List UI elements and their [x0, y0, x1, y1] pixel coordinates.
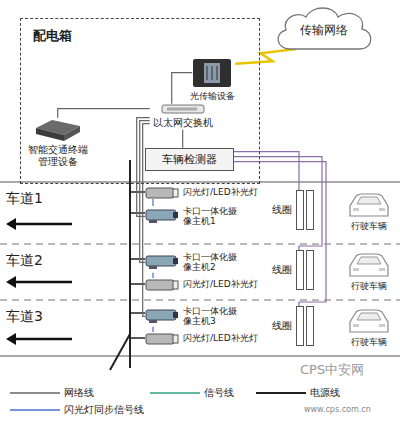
legend-text: 电源线 — [310, 386, 340, 400]
coil-loops — [296, 250, 314, 290]
switch-icon — [161, 104, 205, 114]
cable-connector — [58, 109, 150, 118]
terminal-device-icon — [34, 118, 82, 142]
camera-pole — [110, 160, 130, 370]
camera-icon — [145, 309, 179, 323]
cable-connector — [152, 273, 153, 278]
legend-text: 闪光灯同步信号线 — [64, 403, 144, 417]
lane-divider — [0, 243, 400, 244]
watermark: www.cps.com.cn — [304, 405, 371, 414]
flash-lamp-label: 闪光灯/LED补光灯 — [183, 332, 258, 345]
vehicle-icon — [346, 252, 392, 278]
cable-connector — [234, 152, 299, 190]
vehicle-label: 行驶车辆 — [351, 220, 387, 233]
lane-label: 车道3 — [6, 308, 43, 326]
legend-line-sample — [10, 389, 60, 397]
lane-divider — [0, 299, 400, 300]
legend-text: 信号线 — [204, 386, 234, 400]
vehicle-icon — [346, 192, 392, 218]
flash-lamp: 闪光灯/LED补光灯 — [145, 332, 258, 345]
legend-item: 电源线 — [256, 386, 340, 400]
vehicle: 行驶车辆 — [346, 308, 392, 349]
cable-connector — [172, 73, 193, 104]
coil-loops — [296, 190, 314, 230]
flash-lamp-label: 闪光灯/LED补光灯 — [183, 186, 258, 199]
lane-label: 车道1 — [6, 190, 43, 208]
vehicle-icon — [346, 308, 392, 334]
flash-lamp-icon — [145, 333, 179, 345]
distribution-box-label: 配电箱 — [33, 27, 72, 45]
legend-text: 网络线 — [64, 386, 94, 400]
camera-unit: 卡口一体化摄像主机1 — [145, 206, 241, 227]
flash-lamp: 闪光灯/LED补光灯 — [145, 278, 258, 291]
flash-lamp-icon — [145, 279, 179, 291]
legend-item: 网络线 — [10, 386, 94, 400]
cable-connector — [182, 130, 183, 148]
lane-arrowheads — [6, 218, 16, 345]
vehicle: 行驶车辆 — [346, 252, 392, 293]
induction-coil: 线圈 — [272, 250, 314, 290]
cable-connector — [152, 199, 153, 206]
lane-label: 车道2 — [6, 252, 43, 270]
cable-connector — [152, 327, 153, 332]
ethernet-switch: 以太网交换机 — [150, 104, 216, 130]
legend-line-sample — [150, 389, 200, 397]
watermark: CPS中安网 — [300, 361, 364, 379]
optical-device-icon — [192, 58, 232, 88]
flash-lamp-label: 闪光灯/LED补光灯 — [183, 278, 258, 291]
lane-edge — [0, 181, 400, 182]
flash-lamp: 闪光灯/LED补光灯 — [145, 186, 258, 199]
induction-coil-label: 线圈 — [272, 203, 292, 217]
terminal-device-label: 智能交通终端管理设备 — [26, 144, 90, 168]
network-cloud-label: 传输网络 — [300, 22, 348, 39]
distribution-box: 配电箱智能交通终端管理设备 光传输设备以太网交换机车辆检测器 — [20, 18, 260, 184]
lane-edge — [0, 355, 400, 356]
flash-lamp-icon — [145, 187, 179, 199]
vehicle-detector-label: 车辆检测器 — [162, 152, 217, 167]
vehicle-label: 行驶车辆 — [351, 280, 387, 293]
camera-unit-label: 卡口一体化摄像主机1 — [183, 206, 241, 227]
induction-coil: 线圈 — [272, 190, 314, 230]
legend-item: 闪光灯同步信号线 — [10, 403, 144, 417]
vehicle-label: 行驶车辆 — [351, 336, 387, 349]
camera-unit-label: 卡口一体化摄像主机3 — [183, 306, 241, 327]
camera-unit-label: 卡口一体化摄像主机2 — [183, 252, 241, 273]
induction-coil: 线圈 — [272, 306, 314, 346]
camera-icon — [145, 209, 179, 223]
camera-icon — [145, 255, 179, 269]
camera-unit: 卡口一体化摄像主机3 — [145, 306, 241, 327]
legend-item: 信号线 — [150, 386, 234, 400]
optical-transmitter-label: 光传输设备 — [190, 90, 235, 103]
ethernet-switch-label: 以太网交换机 — [150, 116, 216, 130]
legend-line-sample — [10, 406, 60, 414]
vehicle: 行驶车辆 — [346, 192, 392, 233]
vehicle-detector: 车辆检测器 — [145, 148, 234, 171]
legend-line-sample — [256, 389, 306, 397]
terminal-device: 智能交通终端管理设备 — [26, 118, 90, 168]
coil-loops — [296, 306, 314, 346]
camera-unit: 卡口一体化摄像主机2 — [145, 252, 241, 273]
cable-connector — [234, 157, 322, 250]
wireless-link — [235, 49, 296, 64]
optical-transmitter: 光传输设备 — [190, 58, 235, 103]
network-cloud: 传输网络 — [272, 3, 376, 57]
induction-coil-label: 线圈 — [272, 319, 292, 333]
induction-coil-label: 线圈 — [272, 263, 292, 277]
